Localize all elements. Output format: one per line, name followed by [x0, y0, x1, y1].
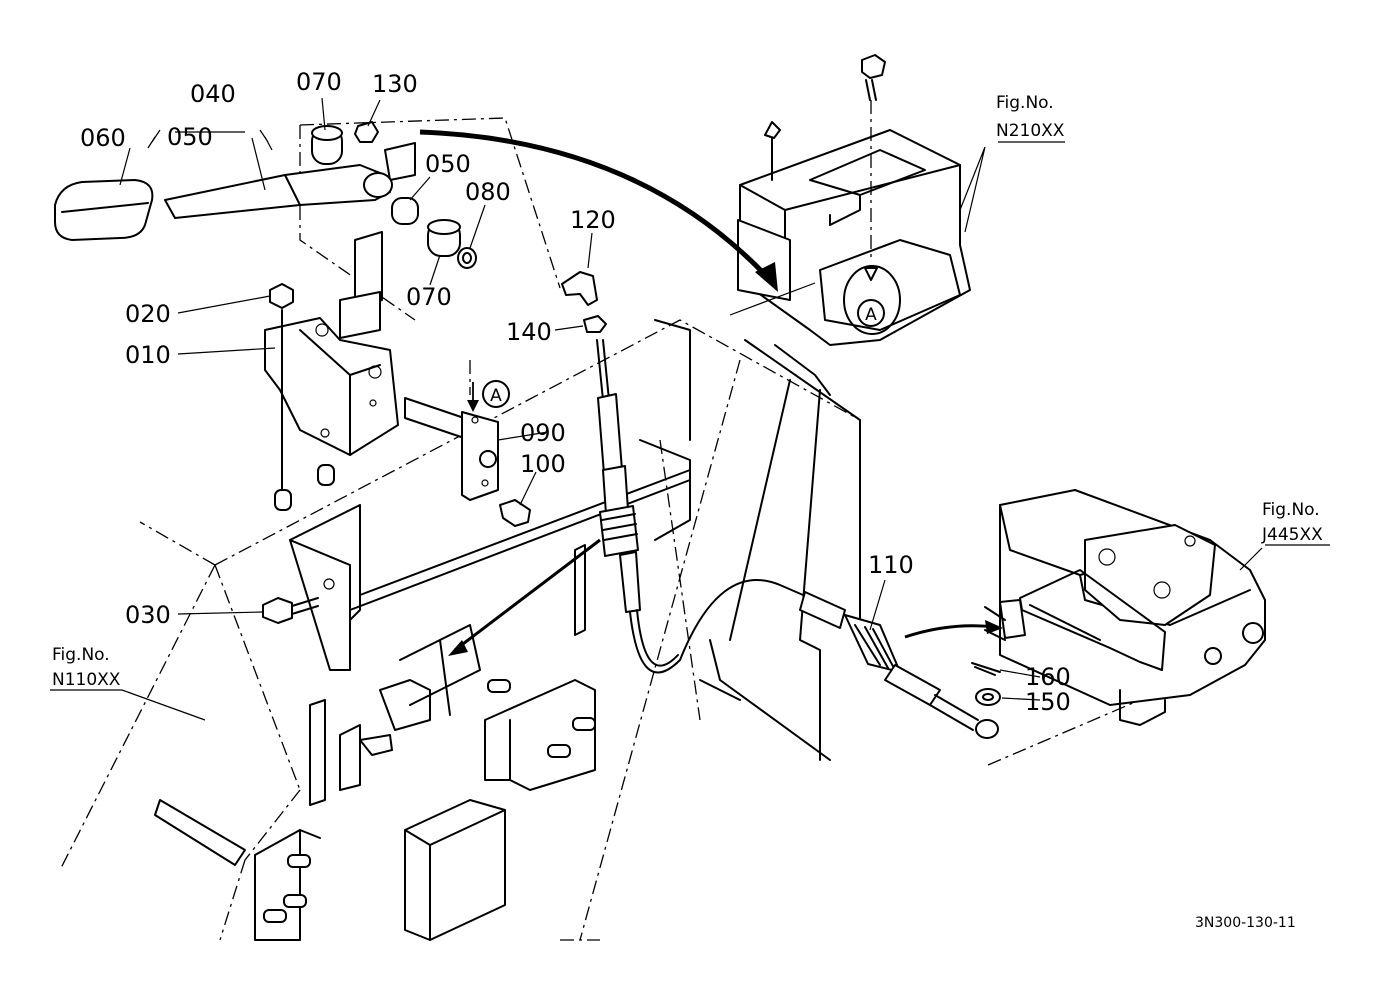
ref-j445-code: J445XX [1261, 525, 1323, 545]
leader-lines [50, 97, 1330, 721]
part-labels: 040 050 060 070 130 050 080 070 020 010 … [80, 68, 1071, 716]
pin-160 [971, 662, 1001, 676]
label-090: 090 [520, 419, 566, 447]
nut-130 [354, 121, 379, 143]
nut-140 [583, 315, 607, 333]
label-080: 080 [465, 178, 511, 206]
marker-a-right-text: A [865, 305, 877, 325]
bracket-010 [264, 317, 399, 456]
label-070-b: 070 [406, 283, 452, 311]
connection-arrows [419, 129, 1003, 656]
ref-n110-title: Fig.No. [52, 645, 110, 665]
clevis-end [975, 719, 999, 739]
stud-group-lower [263, 854, 311, 923]
label-140: 140 [506, 318, 552, 346]
bracket-assembly [262, 231, 531, 624]
hand-lever-assembly [54, 121, 477, 269]
valve-assembly [984, 489, 1266, 726]
ref-j445-title: Fig.No. [1262, 500, 1320, 520]
control-cable [561, 271, 1001, 739]
tractor-body [154, 319, 861, 941]
label-100: 100 [520, 450, 566, 478]
label-050-a: 050 [167, 123, 213, 151]
shaft [404, 397, 471, 441]
label-020: 020 [125, 300, 171, 328]
bolt-cover [861, 54, 886, 79]
ref-n210-code: N210XX [996, 121, 1065, 141]
drawing-code: 3N300-130-11 [1195, 915, 1296, 931]
view-markers: A A [482, 299, 885, 408]
label-130: 130 [372, 70, 418, 98]
figure-references: Fig.No. N210XX Fig.No. J445XX Fig.No. N1… [52, 93, 1323, 690]
ball-joint-120 [561, 271, 598, 306]
bolt-030 [262, 597, 293, 624]
bolt-100 [499, 499, 531, 527]
label-050-b: 050 [425, 150, 471, 178]
upright-plate [354, 231, 383, 311]
lever-arm [164, 164, 391, 219]
ref-n210-title: Fig.No. [996, 93, 1054, 113]
label-070-a: 070 [296, 68, 342, 96]
label-060: 060 [80, 124, 126, 152]
marker-a-left-text: A [490, 386, 502, 406]
reference-lines [59, 117, 1141, 941]
bushing-050 [391, 197, 419, 225]
label-120: 120 [570, 206, 616, 234]
cover-assembly [729, 54, 971, 396]
lever-grip [54, 179, 154, 241]
nut-020 [269, 283, 294, 309]
label-010: 010 [125, 341, 171, 369]
label-040: 040 [190, 80, 236, 108]
label-110: 110 [868, 551, 914, 579]
label-150: 150 [1025, 688, 1071, 716]
marker-a-right [857, 299, 885, 327]
label-160: 160 [1025, 663, 1071, 691]
ref-n110-code: N110XX [52, 670, 121, 690]
label-030: 030 [125, 601, 171, 629]
marker-a-left [482, 380, 510, 408]
